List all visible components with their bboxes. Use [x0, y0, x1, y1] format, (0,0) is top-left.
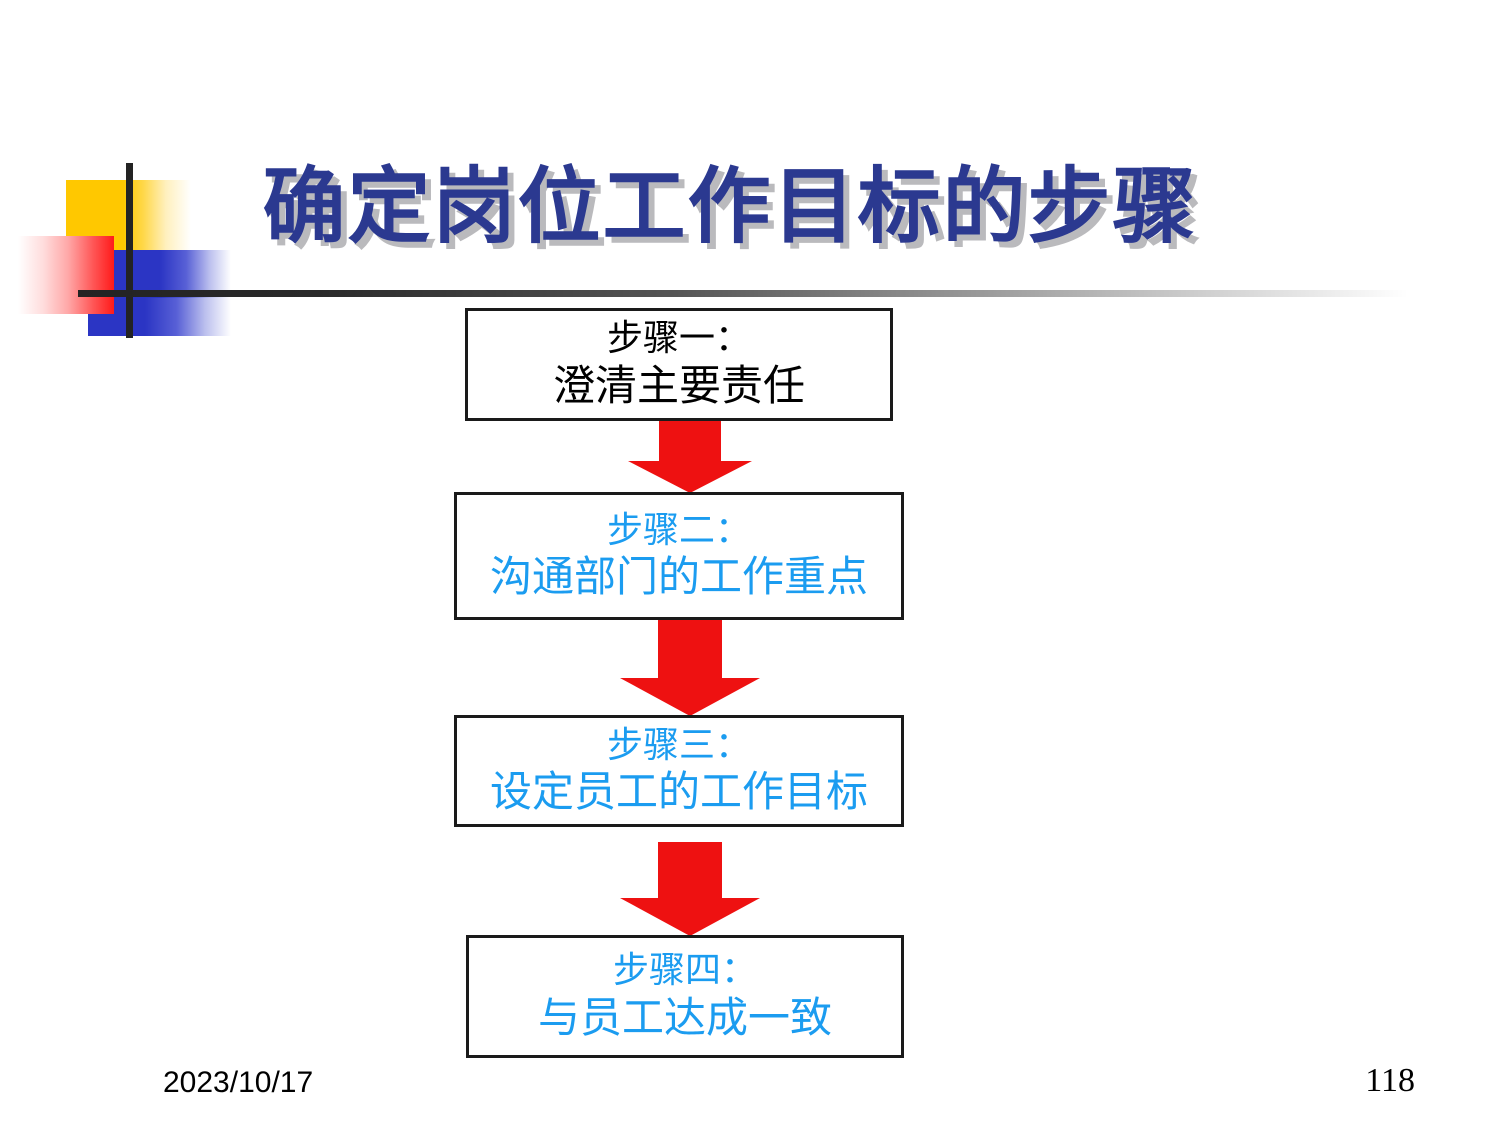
flow-step-2-heading: 步骤二： [606, 509, 751, 551]
down-arrow-icon-3 [620, 842, 760, 936]
flow-step-1-body: 澄清主要责任 [552, 360, 805, 410]
footer-date: 2023/10/17 [163, 1066, 314, 1099]
flow-step-box-2[interactable]: 步骤二： 沟通部门的工作重点 [454, 492, 904, 620]
down-arrow-icon-2 [620, 620, 760, 716]
flow-step-box-4[interactable]: 步骤四： 与员工达成一致 [466, 935, 904, 1058]
footer-page-number: 118 [1365, 1062, 1415, 1099]
decor-red-block-icon [18, 236, 114, 314]
decor-horizontal-rule [78, 290, 1408, 297]
flow-step-3-body: 设定员工的工作目标 [489, 767, 868, 817]
flow-step-3-heading: 步骤三： [606, 724, 751, 766]
flow-step-box-1[interactable]: 步骤一： 澄清主要责任 [465, 308, 893, 421]
flow-step-box-3[interactable]: 步骤三： 设定员工的工作目标 [454, 715, 904, 827]
slide-title: 确定岗位工作目标的步骤 [262, 158, 1198, 255]
flow-step-4-heading: 步骤四： [612, 950, 757, 992]
flow-step-4-body: 与员工达成一致 [537, 992, 832, 1042]
flow-step-1-heading: 步骤一： [606, 318, 751, 360]
flow-step-2-body: 沟通部门的工作重点 [489, 552, 868, 602]
decor-vertical-rule [126, 163, 133, 338]
down-arrow-icon-1 [628, 421, 752, 493]
